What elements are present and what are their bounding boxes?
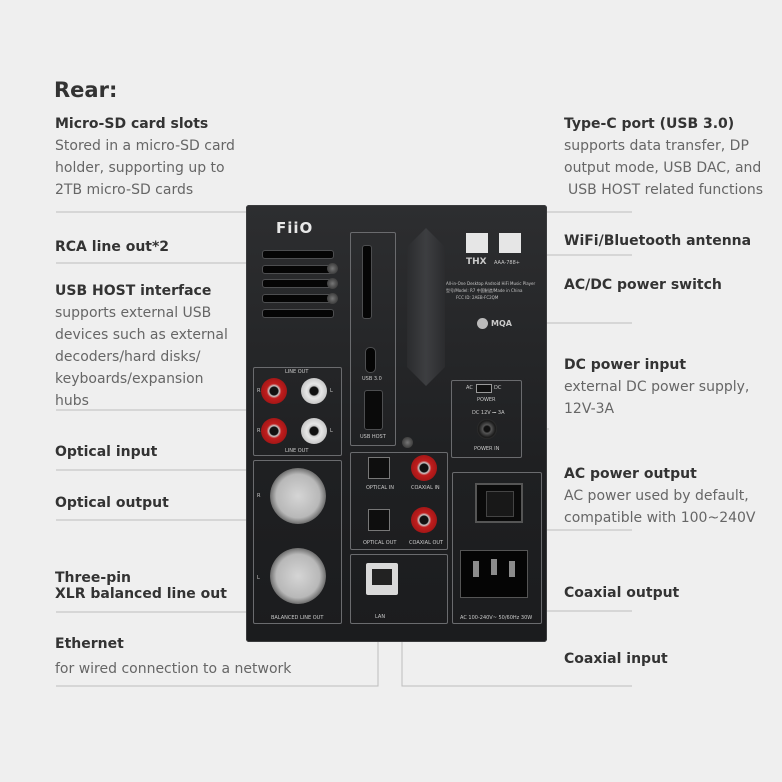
ac-label: AC	[466, 385, 473, 391]
dc-input-desc-1: external DC power supply,	[564, 379, 750, 395]
ac-dc-switch[interactable]	[476, 384, 492, 393]
coax-in-jack[interactable]	[411, 455, 437, 481]
power-switch-group	[451, 380, 522, 458]
power-in-label: POWER IN	[474, 446, 500, 452]
microsd-label: Micro-SD card slots	[55, 116, 209, 132]
dc-spec-label: DC 12V ⎓ 3A	[472, 410, 505, 416]
optical-out-port[interactable]	[368, 509, 390, 531]
xlr-callout-label-2: XLR balanced line out	[55, 586, 227, 602]
optical-out-label: OPTICAL OUT	[363, 540, 397, 546]
typec-port[interactable]	[365, 347, 376, 373]
typec-callout-label: Type-C port (USB 3.0)	[564, 116, 735, 132]
rca-white-jack[interactable]	[301, 378, 327, 404]
balanced-label: BALANCED LINE OUT	[271, 615, 324, 621]
screw-icon	[402, 437, 413, 448]
hires-badge	[466, 233, 488, 253]
screw-icon	[327, 293, 338, 304]
rca-white-jack[interactable]	[301, 418, 327, 444]
mqa-label: MQA	[491, 319, 512, 328]
brand-logo: FiiO	[276, 219, 314, 237]
rca-line-out-group	[253, 367, 342, 456]
usb-host-desc-5: hubs	[55, 393, 89, 409]
optical-in-callout-label: Optical input	[55, 444, 158, 460]
ac-power-switch[interactable]	[475, 483, 523, 523]
microsd-desc-1: Stored in a micro-SD card	[55, 138, 235, 154]
hires-badge	[499, 233, 521, 253]
lan-group	[350, 554, 448, 624]
xlr-callout-label-1: Three-pin	[55, 570, 132, 586]
optical-in-port[interactable]	[368, 457, 390, 479]
lan-label: LAN	[375, 614, 386, 620]
usb-host-desc-4: keyboards/expansion	[55, 371, 204, 387]
ac-output-desc-1: AC power used by default,	[564, 488, 749, 504]
rca-l2-label: L	[330, 428, 333, 434]
microsd-desc-3: 2TB micro-SD cards	[55, 182, 194, 198]
ethernet-desc: for wired connection to a network	[55, 661, 292, 677]
rca-red-jack[interactable]	[261, 378, 287, 404]
microsd-desc-2: holder, supporting up to	[55, 160, 225, 176]
usb-host-callout-label: USB HOST interface	[55, 283, 212, 299]
rca-r2-label: R	[257, 428, 261, 434]
ac-spec-label: AC 100-240V~ 50/60Hz 30W	[460, 615, 533, 621]
screw-icon	[327, 263, 338, 274]
ac-output-callout-label: AC power output	[564, 466, 697, 482]
coaxial-in-label: COAXIAL IN	[411, 485, 440, 491]
rca-l1-label: L	[330, 388, 333, 394]
ac-output-desc-2: compatible with 100~240V	[564, 510, 756, 526]
screw-icon	[327, 278, 338, 289]
power-label: POWER	[477, 397, 496, 403]
xlr-group	[253, 460, 342, 624]
coax-out-callout-label: Coaxial output	[564, 585, 680, 601]
mqa-logo	[477, 318, 488, 329]
xlr-r-label: R	[257, 493, 261, 499]
microsd-card-slot[interactable]	[362, 245, 372, 319]
digital-io-group	[350, 452, 448, 550]
usb-port-group	[350, 232, 396, 446]
model-line-2: 型号/Model: R7 中国制造/Made in China	[446, 288, 523, 293]
dc-input-callout-label: DC power input	[564, 357, 687, 373]
rca-red-jack[interactable]	[261, 418, 287, 444]
usb-host-label: USB HOST	[360, 434, 386, 440]
antenna-callout-label: WiFi/Bluetooth antenna	[564, 233, 752, 249]
usb-host-desc-2: devices such as external	[55, 327, 228, 343]
dc-power-jack[interactable]	[477, 419, 497, 439]
thx-logo: THX	[466, 257, 487, 267]
ethernet-port[interactable]	[366, 563, 398, 595]
line-out-label: LINE OUT	[285, 369, 309, 375]
usb-host-port[interactable]	[364, 390, 383, 430]
coax-in-callout-label: Coaxial input	[564, 651, 668, 667]
model-line-1: All-in-One Desktop Android HiFi Music Pl…	[446, 281, 536, 286]
usb-host-desc-3: decoders/hard disks/	[55, 349, 201, 365]
typec-desc-1: supports data transfer, DP	[564, 138, 749, 154]
ethernet-callout-label: Ethernet	[55, 636, 124, 652]
xlr-left-jack[interactable]	[270, 548, 326, 604]
dc-input-desc-2: 12V-3A	[564, 401, 615, 417]
optical-out-callout-label: Optical output	[55, 495, 169, 511]
dc-label: DC	[494, 385, 502, 391]
xlr-l-label: L	[257, 575, 260, 581]
page-title: Rear:	[54, 78, 118, 102]
model-line-3: FCC ID: 2AEB-FC2QM	[456, 295, 499, 300]
ac-outlet[interactable]	[460, 550, 528, 598]
typec-desc-3: USB HOST related functions	[568, 182, 764, 198]
rca-callout-label: RCA line out*2	[55, 239, 170, 255]
usb30-label: USB 3.0	[362, 376, 382, 382]
ac-power-group	[452, 472, 542, 624]
line-out-label: LINE OUT	[285, 448, 309, 454]
optical-in-label: OPTICAL IN	[366, 485, 394, 491]
usb-host-desc-1: supports external USB	[55, 305, 212, 321]
typec-desc-2: output mode, USB DAC, and	[564, 160, 762, 176]
aaa-label: AAA-788+	[494, 260, 520, 266]
power-switch-callout-label: AC/DC power switch	[564, 277, 722, 293]
rca-r1-label: R	[257, 388, 261, 394]
antenna-icon[interactable]	[407, 228, 445, 386]
coax-out-jack[interactable]	[411, 507, 437, 533]
xlr-right-jack[interactable]	[270, 468, 326, 524]
coaxial-out-label: COAXIAL OUT	[409, 540, 444, 546]
